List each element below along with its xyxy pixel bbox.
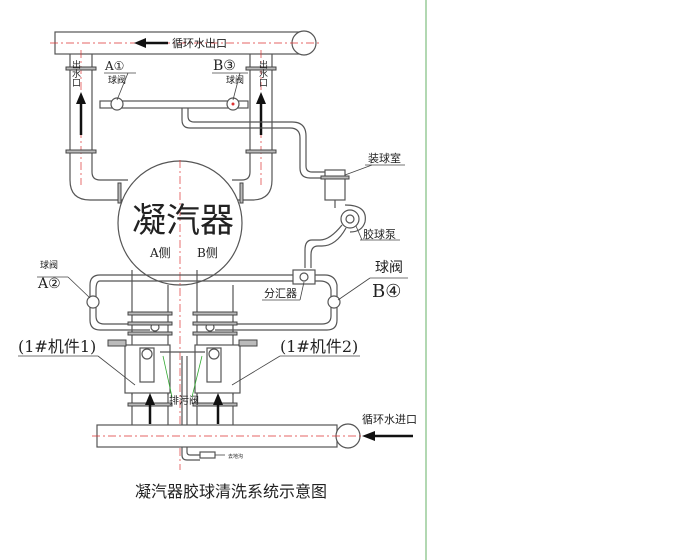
- drain-valve-label: 排污阀: [169, 394, 199, 407]
- outlet-right-label: 出水口: [257, 59, 268, 87]
- valve-b3-label: 球阀: [226, 74, 244, 86]
- condenser-label: 凝汽器: [132, 201, 234, 241]
- outlet-main-pipe: [50, 30, 320, 56]
- arrow-left-icon: [134, 38, 146, 48]
- side-a-label: A侧: [149, 246, 171, 260]
- diagram-title: 凝汽器胶球清洗系统示意图: [135, 482, 327, 501]
- valve-a2-label: 球阀: [40, 259, 58, 271]
- inlet-main-label: 循环水进口: [362, 413, 417, 426]
- side-b-label: B侧: [197, 246, 218, 260]
- outlet-left-label: 出水口: [70, 59, 81, 87]
- drain-note: 去地沟: [228, 453, 243, 460]
- valve-a2-id: A②: [37, 276, 61, 292]
- valve-a1-label: 球阀: [108, 74, 126, 86]
- valve-a1-id: A①: [104, 59, 124, 73]
- riser-pipes: [65, 50, 277, 204]
- valve-b3-id: B③: [213, 58, 236, 74]
- arrow-left-icon: [362, 431, 375, 441]
- outlet-main-label: 循环水出口: [172, 36, 227, 50]
- arrow-up-icon: [145, 393, 155, 405]
- valve-b4-label: 球阀: [375, 260, 403, 276]
- arrow-up-icon: [76, 92, 86, 104]
- inlet-main-pipe: [92, 423, 413, 449]
- unit2-label: (1#机件2): [280, 337, 358, 356]
- ball-valve-b4: [327, 295, 341, 309]
- top-ball-line: [99, 97, 325, 179]
- distributor-label: 分汇器: [264, 287, 297, 300]
- ball-chamber-label: 装球室: [368, 151, 401, 165]
- arrow-up-icon: [213, 393, 223, 405]
- valve-b4-id: B④: [372, 281, 401, 302]
- ball-pump-label: 胶球泵: [363, 227, 396, 241]
- ball-valve-a1: [110, 97, 124, 111]
- distributor: [292, 269, 316, 285]
- condenser-shell: [117, 160, 243, 470]
- unit1-label: (1#机件1): [18, 337, 96, 356]
- ball-valve-a2: [86, 295, 100, 309]
- ball-loop-pipe: [86, 269, 341, 332]
- unit-2: [192, 270, 258, 425]
- ball-chamber: [320, 169, 350, 201]
- ball-pump: [304, 200, 366, 268]
- unit-1: [107, 270, 173, 425]
- arrow-up-icon: [256, 92, 266, 104]
